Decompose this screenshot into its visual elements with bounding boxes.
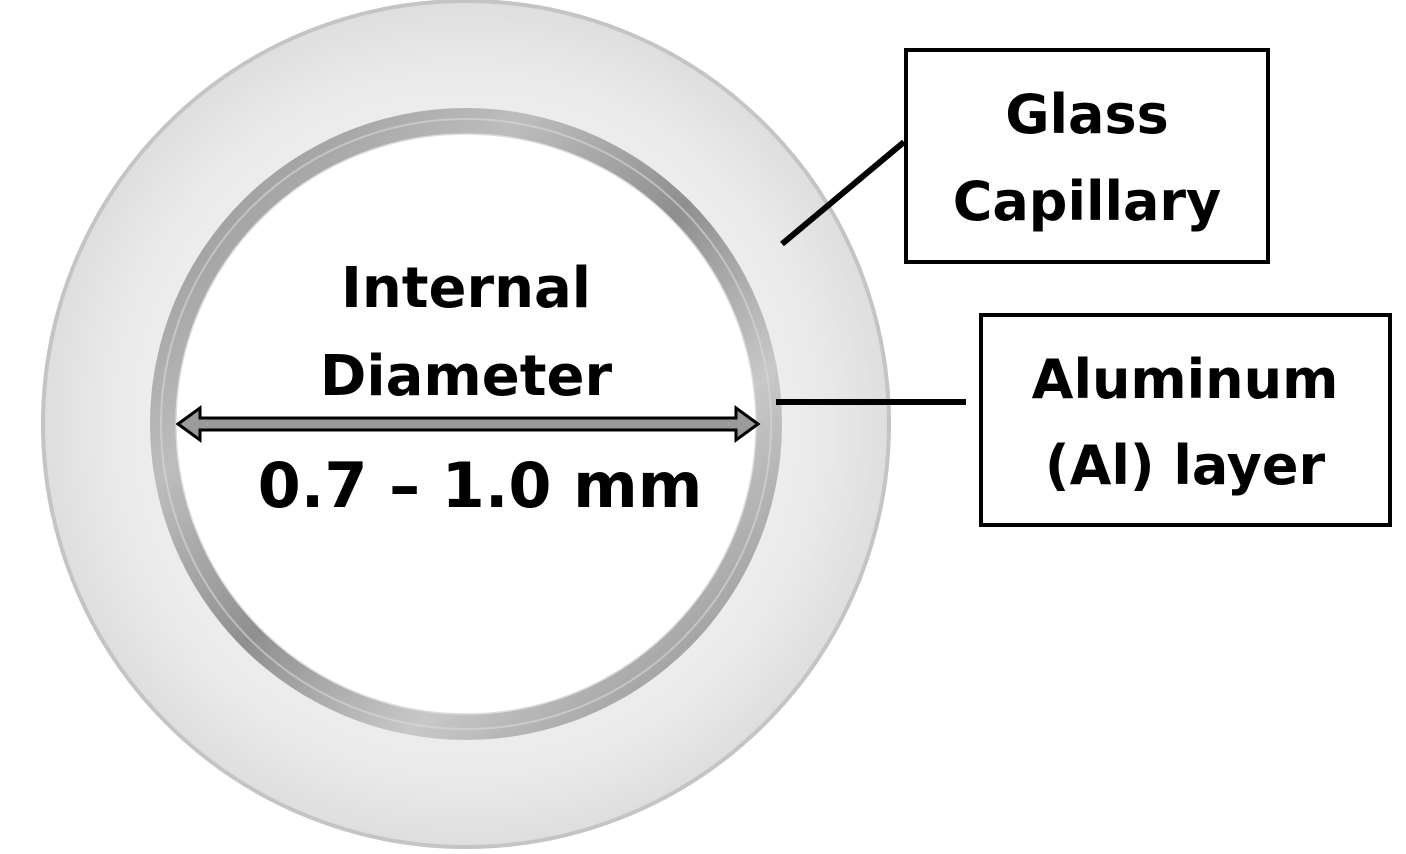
diameter-double-arrow (175, 405, 761, 443)
aluminum-layer-sheen (160, 118, 772, 730)
glass-label-line1: Glass (1005, 83, 1169, 146)
aluminum-label-line2: (Al) layer (1045, 434, 1326, 497)
diameter-dimension-value: 0.7 – 1.0 mm (258, 449, 703, 522)
aluminum-layer-label-box (979, 313, 1392, 527)
glass-capillary-label-box (904, 48, 1270, 264)
internal-diameter-label-line2: Diameter (320, 344, 613, 409)
aluminum-label-line1: Aluminum (1032, 348, 1339, 411)
glass-label-line2: Capillary (953, 170, 1222, 233)
glass-capillary-leader-line (780, 139, 906, 247)
internal-diameter-label-line1: Internal (341, 256, 591, 321)
